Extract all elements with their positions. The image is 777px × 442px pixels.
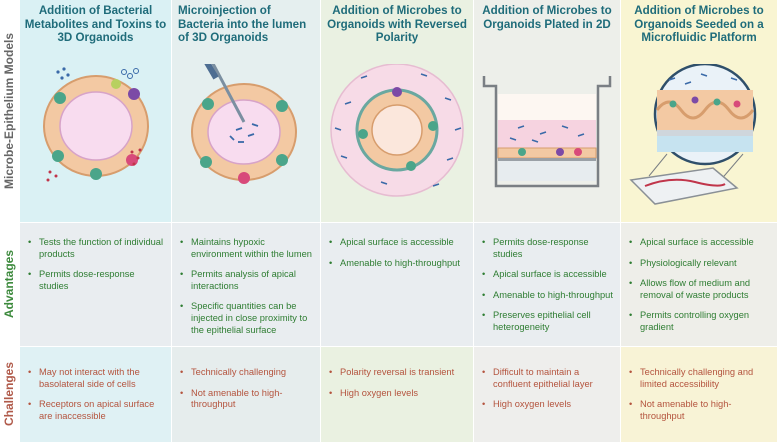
challenge-item: Not amenable to high-throughput	[629, 399, 771, 422]
advantages-cell: Permits dose-response studies Apical sur…	[474, 223, 620, 346]
advantage-item: Allows flow of medium and removal of was…	[629, 278, 771, 301]
challenges-cell: May not interact with the basolateral si…	[20, 347, 171, 442]
column-plated-2d: Addition of Microbes to Organoids Plated…	[474, 0, 620, 442]
challenges-cell: Technically challenging Not amenable to …	[172, 347, 320, 442]
organoid-toxins-illustration	[20, 64, 171, 214]
transwell-illustration	[474, 64, 620, 214]
model-title: Microinjection of Bacteria into the lume…	[178, 4, 307, 44]
challenges-cell: Polarity reversal is transient High oxyg…	[321, 347, 473, 442]
advantages-cell: Tests the function of individual product…	[20, 223, 171, 346]
challenges-cell: Difficult to maintain a confluent epithe…	[474, 347, 620, 442]
advantage-item: Apical surface is accessible	[629, 237, 771, 249]
row-label-models: Microbe-Epithelium Models	[2, 32, 17, 190]
challenges-cell: Technically challenging and limited acce…	[621, 347, 777, 442]
column-microfluidic: Addition of Microbes to Organoids Seeded…	[621, 0, 777, 442]
advantage-item: Physiologically relevant	[629, 258, 771, 270]
advantage-item: Specific quantities can be injected in c…	[180, 301, 314, 336]
microfluidic-illustration	[621, 64, 777, 214]
advantages-cell: Apical surface is accessible Amenable to…	[321, 223, 473, 346]
challenge-item: Polarity reversal is transient	[329, 367, 467, 379]
column-microinjection: Microinjection of Bacteria into the lume…	[172, 0, 320, 442]
model-title: Addition of Bacterial Metabolites and To…	[24, 4, 167, 44]
advantage-item: Maintains hypoxic environment within the…	[180, 237, 314, 260]
column-reversed-polarity: Addition of Microbes to Organoids with R…	[321, 0, 473, 442]
challenge-item: High oxygen levels	[329, 388, 467, 400]
model-title: Addition of Microbes to Organoids with R…	[327, 4, 467, 44]
reversed-polarity-illustration	[321, 64, 473, 214]
column-metabolites-toxins: Addition of Bacterial Metabolites and To…	[20, 0, 171, 442]
challenge-item: Technically challenging and limited acce…	[629, 367, 771, 390]
model-panel: Microinjection of Bacteria into the lume…	[172, 0, 320, 222]
advantage-item: Amenable to high-throughput	[329, 258, 467, 270]
advantage-item: Tests the function of individual product…	[28, 237, 165, 260]
advantage-item: Apical surface is accessible	[329, 237, 467, 249]
advantage-item: Apical surface is accessible	[482, 269, 614, 281]
challenge-item: Not amenable to high-throughput	[180, 388, 314, 411]
model-panel: Addition of Microbes to Organoids with R…	[321, 0, 473, 222]
model-panel: Addition of Microbes to Organoids Seeded…	[621, 0, 777, 222]
challenge-item: Difficult to maintain a confluent epithe…	[482, 367, 614, 390]
model-panel: Addition of Microbes to Organoids Plated…	[474, 0, 620, 222]
model-title: Addition of Microbes to Organoids Plated…	[482, 4, 612, 31]
advantage-item: Permits dose-response studies	[482, 237, 614, 260]
challenge-item: High oxygen levels	[482, 399, 614, 411]
challenge-item: Technically challenging	[180, 367, 314, 379]
advantages-cell: Maintains hypoxic environment within the…	[172, 223, 320, 346]
advantage-item: Permits analysis of apical interactions	[180, 269, 314, 292]
advantage-item: Amenable to high-throughput	[482, 290, 614, 302]
row-label-challenges: Challenges	[2, 361, 16, 427]
advantage-item: Preserves epithelial cell heterogeneity	[482, 310, 614, 333]
advantages-cell: Apical surface is accessible Physiologic…	[621, 223, 777, 346]
advantage-item: Permits dose-response studies	[28, 269, 165, 292]
challenge-item: May not interact with the basolateral si…	[28, 367, 165, 390]
microinjection-illustration	[172, 64, 320, 214]
row-label-advantages: Advantages	[2, 249, 16, 319]
model-panel: Addition of Bacterial Metabolites and To…	[20, 0, 171, 222]
model-title: Addition of Microbes to Organoids Seeded…	[634, 4, 764, 44]
advantage-item: Permits controlling oxygen gradient	[629, 310, 771, 333]
challenge-item: Receptors on apical surface are inaccess…	[28, 399, 165, 422]
